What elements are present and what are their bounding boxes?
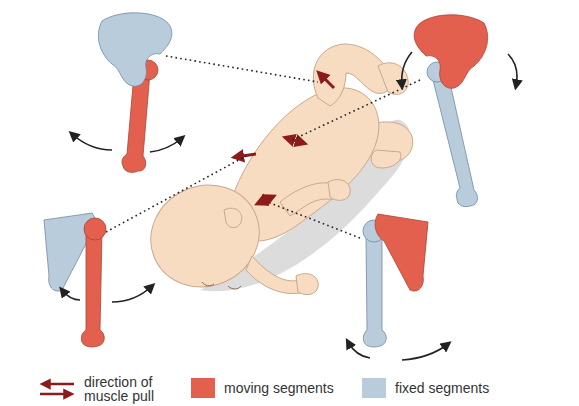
curved-arrow — [62, 290, 80, 300]
femur-bone — [432, 74, 477, 207]
pelvis-bone — [414, 15, 487, 88]
curved-arrow — [72, 134, 112, 150]
femur-bone — [122, 72, 150, 172]
baby-ear — [224, 208, 242, 227]
legend-arrow-sample — [38, 378, 76, 400]
baby-eye — [228, 286, 241, 289]
legend-item: moving segments — [191, 378, 334, 398]
curved-arrow — [348, 342, 370, 358]
baby-hand — [296, 274, 318, 295]
muscle-arrow — [287, 138, 303, 143]
curved-arrow — [402, 52, 412, 86]
shoulder-scapula-moving — [363, 214, 428, 347]
hip-joint-pelvis-moving — [414, 15, 487, 207]
legend-label: fixed segments — [395, 381, 489, 395]
legend-arrow — [40, 393, 70, 396]
motion-arrows — [62, 52, 517, 360]
humerus-bone — [81, 232, 104, 347]
leader-line — [270, 203, 360, 238]
legend-arrow — [44, 383, 74, 386]
muscle-pull-arrows — [236, 74, 334, 203]
baby-foot — [371, 150, 401, 168]
leader-line — [166, 56, 318, 82]
legend-swatch — [191, 378, 215, 398]
humerus-head — [84, 218, 106, 240]
legend-label: direction of muscle pull — [84, 375, 170, 403]
leader-line — [292, 80, 420, 140]
legend-label: moving segments — [224, 381, 334, 395]
pelvis-bone — [98, 13, 171, 86]
shoulder-humerus-moving — [44, 213, 106, 347]
scapula-bone — [375, 214, 428, 291]
hip-joint-femur-moving — [98, 13, 171, 173]
legend-swatch — [362, 378, 386, 398]
humerus-bone — [363, 234, 386, 347]
curved-arrow — [508, 54, 517, 86]
baby-head — [134, 167, 276, 304]
curved-arrow — [112, 286, 152, 302]
baby-leg — [313, 44, 391, 106]
muscle-arrow — [320, 74, 334, 88]
leader-lines — [106, 56, 420, 238]
baby-hand — [328, 180, 350, 201]
legend-item: direction of muscle pull — [38, 375, 170, 403]
curved-arrow — [150, 138, 182, 152]
muscle-arrow — [259, 197, 272, 203]
legend-item: fixed segments — [362, 378, 489, 398]
curved-arrow — [402, 344, 448, 360]
baby-eye — [202, 282, 214, 286]
